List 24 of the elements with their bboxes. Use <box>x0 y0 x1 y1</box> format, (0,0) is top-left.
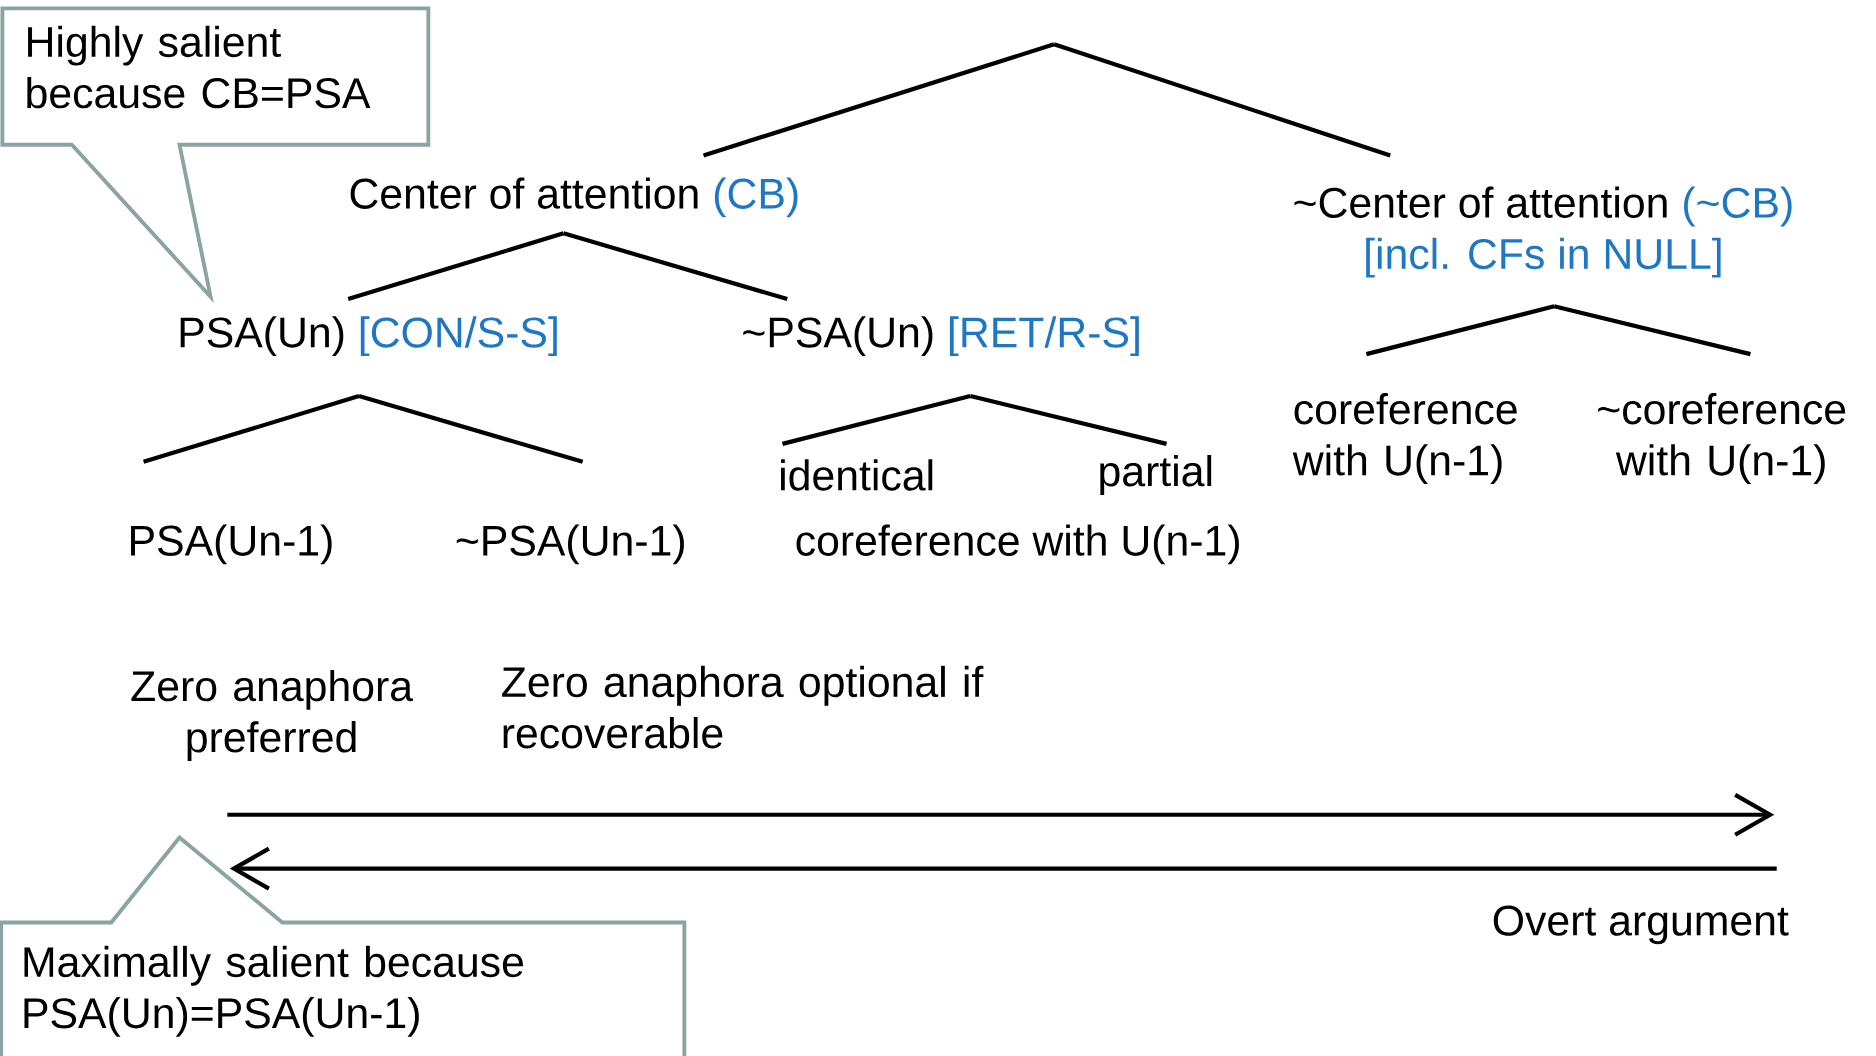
tree-branch <box>702 42 1055 158</box>
tree-label: partial <box>1100 454 1212 495</box>
tree-label: ~Center of attention (~CB) [incl. CFs in NULL] <box>1294 186 1792 278</box>
tree-branch <box>1053 42 1391 158</box>
tree-branch <box>358 393 584 464</box>
tree-label: identical <box>781 459 933 491</box>
tree-branch <box>781 393 971 446</box>
tree-label: PSA(Un-1) <box>131 524 332 565</box>
tree-branch <box>562 231 788 301</box>
tree-label: ~PSA(Un) [RET/R-S] <box>743 316 1139 356</box>
tree-label: ~PSA(Un-1) <box>456 524 684 565</box>
tree-label: ~coreference with U(n-1) <box>1598 392 1846 484</box>
text-label: Zero anaphora preferred <box>131 669 414 761</box>
tree-branch <box>347 231 565 301</box>
tree-branch <box>1365 304 1555 356</box>
tree-label: PSA(Un) [CON/S-S] <box>180 316 557 356</box>
text-label: Zero anaphora optional if recoverable <box>502 665 984 749</box>
text-label: coreference with U(n-1) <box>796 524 1239 565</box>
tree-branch <box>969 393 1168 446</box>
tree-label: coreference with U(n-1) <box>1292 392 1517 484</box>
tree-branch <box>142 393 360 464</box>
tree-branch <box>1553 304 1751 356</box>
callout-box: Maximally salient because PSA(Un)=PSA(Un-1) <box>0 834 687 1056</box>
text-label: Overt argument <box>1493 905 1789 944</box>
